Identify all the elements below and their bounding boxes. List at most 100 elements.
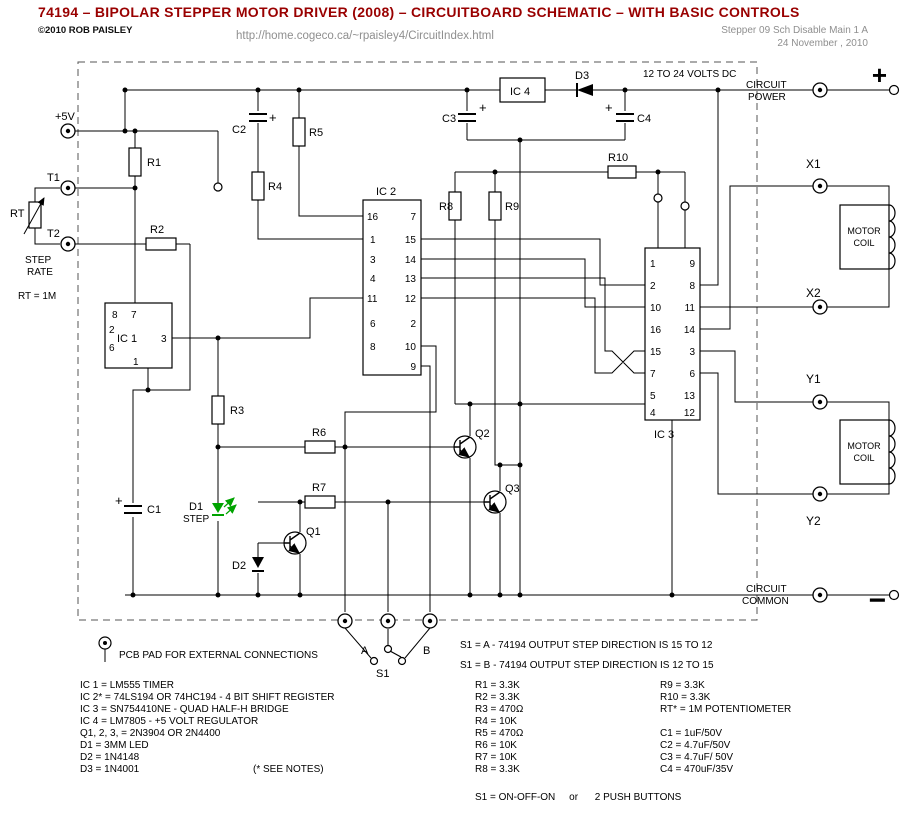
ic3-pin-12: 12 bbox=[684, 408, 696, 419]
pad-t1 bbox=[60, 180, 76, 196]
r7-label: R7 bbox=[312, 482, 326, 494]
plus-terminal: + bbox=[872, 60, 887, 90]
ic3-pin-9: 9 bbox=[689, 259, 695, 270]
parts-line: D1 = 3MM LED bbox=[80, 740, 149, 751]
capacitor-c1 bbox=[124, 505, 142, 514]
led-d1-triangle bbox=[212, 503, 224, 513]
ic3-pin-3: 3 bbox=[689, 347, 695, 358]
ic1-pin-2: 2 bbox=[109, 325, 115, 336]
sheet-date: 24 November , 2010 bbox=[777, 38, 868, 49]
minus-terminal: − bbox=[868, 584, 886, 617]
resistor-r2 bbox=[145, 237, 177, 251]
test-points bbox=[213, 84, 900, 601]
resistor-r6 bbox=[304, 440, 336, 454]
sheet-ref: Stepper 09 Sch Disable Main 1 A bbox=[721, 25, 868, 36]
diode-d3 bbox=[577, 84, 593, 96]
motor-coil-2-line1: MOTOR bbox=[847, 441, 881, 451]
ic3-pin-7: 7 bbox=[650, 369, 656, 380]
pad-switch-center bbox=[380, 613, 396, 629]
parts-line: D2 = 1N4148 bbox=[80, 752, 140, 763]
rate-label: RATE bbox=[27, 267, 53, 278]
parts-line: D3 = 1N4001 bbox=[80, 764, 140, 775]
parts-line: C3 = 4.7uF/ 50V bbox=[660, 752, 734, 763]
ic2-pin-11: 11 bbox=[367, 294, 378, 305]
pad-switch-a bbox=[337, 613, 353, 629]
ic3-pin-11: 11 bbox=[685, 303, 696, 314]
site-url: http://home.cogeco.ca/~rpaisley4/Circuit… bbox=[236, 30, 494, 42]
switch-b-label: B bbox=[423, 645, 430, 657]
copyright-text: ©2010 ROB PAISLEY bbox=[38, 25, 133, 36]
ic1-pin-3: 3 bbox=[161, 334, 167, 345]
ic2-pin-12: 12 bbox=[405, 294, 417, 305]
resistor-r7 bbox=[304, 495, 336, 509]
x2-label: X2 bbox=[806, 286, 821, 300]
pad-x2 bbox=[812, 299, 828, 315]
pad-t2 bbox=[60, 236, 76, 252]
q2-label: Q2 bbox=[475, 428, 490, 440]
pad-circuit-power bbox=[812, 82, 828, 98]
c1-plus-label: + bbox=[115, 493, 123, 508]
diode-d2 bbox=[252, 557, 264, 568]
c4-label: C4 bbox=[637, 113, 651, 125]
circuit-common-label-line2: COMMON bbox=[742, 596, 789, 607]
c3-plus-label: + bbox=[479, 100, 487, 115]
s1-pole bbox=[383, 644, 393, 654]
circuit-power-label-line1: CIRCUIT bbox=[746, 80, 787, 91]
ic2-pin-6: 6 bbox=[370, 319, 376, 330]
switch-s1 bbox=[369, 644, 407, 666]
ic3-pin-2: 2 bbox=[650, 281, 656, 292]
r5-label: R5 bbox=[309, 127, 323, 139]
ic2-label: IC 2 bbox=[376, 186, 396, 198]
volts-label: 12 TO 24 VOLTS DC bbox=[643, 69, 736, 80]
pad-y1 bbox=[812, 394, 828, 410]
resistor-r10 bbox=[607, 165, 637, 179]
ic3-pin-14: 14 bbox=[684, 325, 696, 336]
ic3-pin-15: 15 bbox=[650, 347, 662, 358]
resistor-r3 bbox=[211, 395, 225, 425]
d3-label: D3 bbox=[575, 70, 589, 82]
motor-coil-2-box bbox=[839, 419, 890, 485]
test-point bbox=[213, 182, 223, 192]
ic3-label: IC 3 bbox=[654, 429, 674, 441]
r8-label: R8 bbox=[439, 201, 453, 213]
led-d1-light-arrow-2 bbox=[225, 504, 237, 515]
capacitor-c2 bbox=[249, 113, 267, 122]
diodes bbox=[252, 83, 593, 572]
ic-boxes bbox=[104, 77, 701, 421]
t1-label: T1 bbox=[47, 172, 60, 184]
r1-label: R1 bbox=[147, 157, 161, 169]
motor-coil-1-windings bbox=[888, 204, 896, 270]
capacitor-c4 bbox=[616, 113, 634, 122]
ic4-label: IC 4 bbox=[510, 86, 530, 98]
ic3-pin-16: 16 bbox=[650, 325, 662, 336]
c2-label: C2 bbox=[232, 124, 246, 136]
pcb-pad-legend bbox=[98, 636, 112, 662]
ic2-pin-8: 8 bbox=[370, 342, 376, 353]
ic2-pin-10: 10 bbox=[405, 342, 417, 353]
pad-y2 bbox=[812, 486, 828, 502]
capacitors bbox=[124, 113, 634, 514]
parts-line: R2 = 3.3K bbox=[475, 692, 520, 703]
ic1-pin-7: 7 bbox=[131, 310, 137, 321]
c4-plus-label: + bbox=[605, 100, 613, 115]
ic2-pin-9: 9 bbox=[410, 362, 416, 373]
c2-plus-label: + bbox=[269, 110, 277, 125]
ic1-label: IC 1 bbox=[117, 333, 137, 345]
s1-note-a: S1 = A - 74194 OUTPUT STEP DIRECTION IS … bbox=[460, 640, 713, 651]
parts-line: IC 3 = SN754410NE - QUAD HALF-H BRIDGE bbox=[80, 704, 289, 715]
pad-x1 bbox=[812, 178, 828, 194]
r9-label: R9 bbox=[505, 201, 519, 213]
rt-value-label: RT = 1M bbox=[18, 291, 56, 302]
ic2-pin-7: 7 bbox=[410, 212, 416, 223]
wires bbox=[34, 89, 890, 659]
ic2-pin-4: 4 bbox=[370, 274, 376, 285]
t2-label: T2 bbox=[47, 228, 60, 240]
pcb-dashed-border bbox=[77, 61, 758, 621]
q1-label: Q1 bbox=[306, 526, 321, 538]
motor-coil-2-line2: COIL bbox=[853, 453, 874, 463]
x1-label: X1 bbox=[806, 157, 821, 171]
switch-a-label: A bbox=[361, 645, 369, 657]
ic2-pin-15: 15 bbox=[405, 235, 417, 246]
s1-label: S1 bbox=[376, 668, 389, 680]
